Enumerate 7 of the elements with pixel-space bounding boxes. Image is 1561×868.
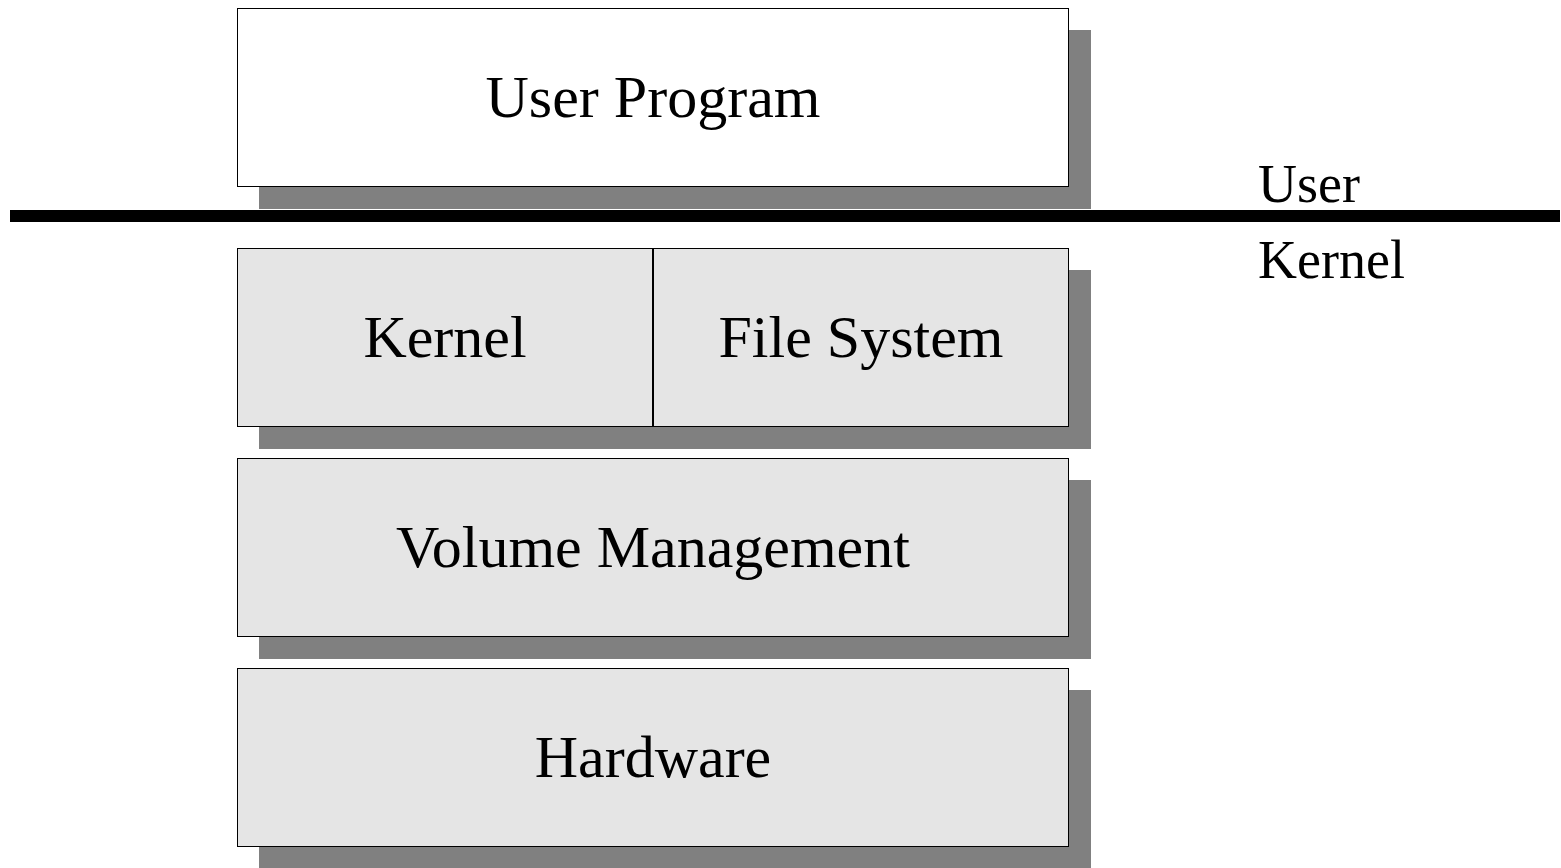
layer-box: Kernel	[237, 248, 653, 427]
layer-box: Hardware	[237, 668, 1069, 847]
boundary-label: User	[1258, 157, 1360, 211]
layer-box: File System	[653, 248, 1069, 427]
boundary-label: Kernel	[1258, 233, 1405, 287]
layer-box: User Program	[237, 8, 1069, 187]
layer-box: Volume Management	[237, 458, 1069, 637]
